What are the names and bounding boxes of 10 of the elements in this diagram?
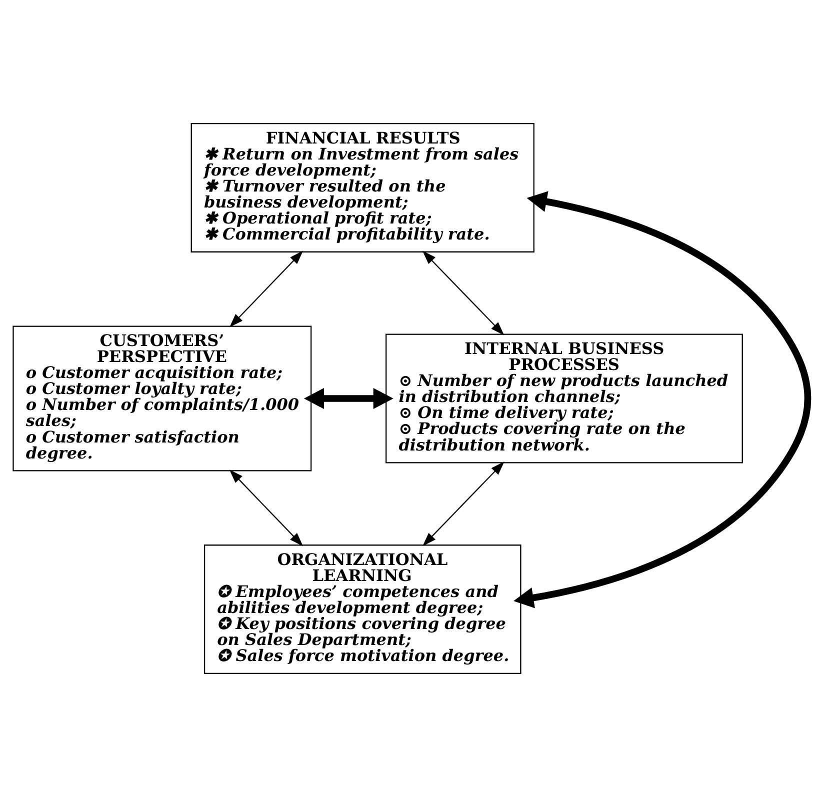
- arrow: [514, 190, 811, 608]
- arrow: [229, 469, 304, 546]
- arrow: [304, 388, 394, 408]
- arrow: [422, 461, 504, 546]
- arrow: [422, 250, 504, 335]
- node-box: FINANCIAL RESULTS ✱ Return on Investment from sales force development; ✱ Turnover resulted on the business development; ✱ Operational profit rate; ✱ Commercial profitability rate.: [190, 122, 534, 252]
- node-box: ORGANIZATIONAL LEARNING ✪ Employees’ competences and abilities development degree; ✪ Key positions covering degree on Sales Department; ✪ Sales force motivation degree.: [204, 544, 522, 674]
- node-box: INTERNAL BUSINESS PROCESSES ⊙ Number of new products launched in distribution channels; ⊙ On time delivery rate; ⊙ Products covering rate on the distribution network.: [386, 333, 743, 463]
- node-box: CUSTOMERS’ PERSPECTIVE o Customer acquisition rate; o Customer loyalty rate; o Number of complaints/1.000 sales; o Customer satisfaction degree.: [12, 325, 312, 471]
- arrow: [230, 250, 304, 327]
